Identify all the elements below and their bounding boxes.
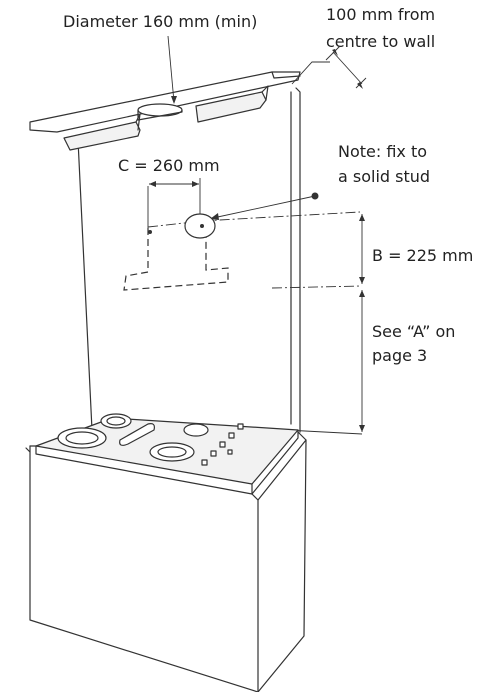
dimension-b-label: B = 225 mm xyxy=(372,246,473,265)
burner-oval-center xyxy=(119,423,155,446)
wall-offset-dimension xyxy=(332,51,363,85)
base-cabinet xyxy=(25,431,307,692)
cooktop xyxy=(35,413,299,495)
dim-b-arrow-bottom xyxy=(359,277,365,284)
canopy-hood xyxy=(29,71,301,151)
burner-rear-right xyxy=(183,423,209,437)
burner-large-left xyxy=(57,427,107,449)
hob-level-extension xyxy=(285,429,363,435)
dim-a-arrow-bottom xyxy=(359,425,365,432)
dim-c-arrow-right xyxy=(192,181,199,187)
wall-offset-arrow-a xyxy=(332,49,338,56)
wall-offset-label-line1: 100 mm from xyxy=(326,5,435,24)
centre-line-top xyxy=(147,211,361,228)
dim-a-arrow-top xyxy=(359,290,365,297)
dimension-a-label-line1: See “A” on xyxy=(372,322,455,341)
dim-c-arrow-left xyxy=(149,181,156,187)
burner-rear-left xyxy=(100,413,132,429)
diameter-leader-line xyxy=(167,35,175,103)
dim-b-arrow-top xyxy=(359,214,365,221)
note-leader-line xyxy=(212,195,316,219)
burner-front-right xyxy=(149,442,195,462)
wall-offset-arrow-b xyxy=(357,82,363,89)
centre-line-base xyxy=(271,285,363,289)
wall-offset-tick-a xyxy=(325,45,341,61)
dimension-a-label-line2: page 3 xyxy=(372,346,427,365)
diameter-label: Diameter 160 mm (min) xyxy=(63,12,257,31)
wall-offset-leader xyxy=(291,61,330,85)
wall-offset-label-line2: centre to wall xyxy=(326,32,435,51)
note-label-line1: Note: fix to xyxy=(338,142,427,161)
dimension-c-label: C = 260 mm xyxy=(118,156,220,175)
note-label-line2: a solid stud xyxy=(338,167,430,186)
wall-offset-tick-b xyxy=(355,77,367,89)
duct-outlet xyxy=(137,103,183,117)
wall-bracket-outline xyxy=(123,213,229,291)
diameter-leader-arrow xyxy=(171,96,177,104)
